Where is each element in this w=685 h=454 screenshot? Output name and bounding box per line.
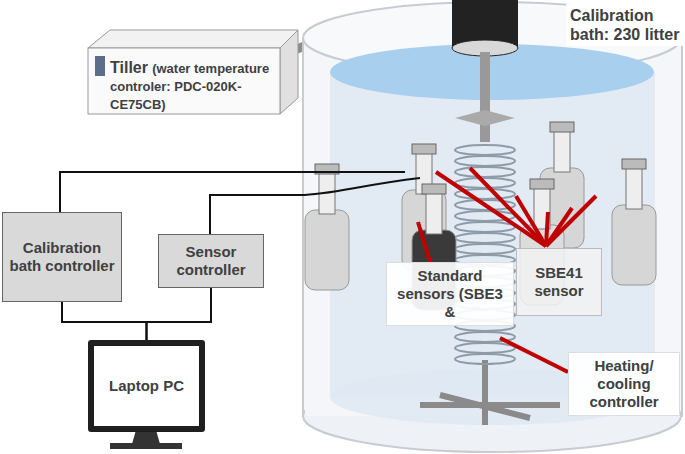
sensor-cable <box>210 178 420 234</box>
controller-box: Calibration bath controller <box>2 212 122 302</box>
coil-turn <box>455 244 515 254</box>
heating-coil <box>455 145 515 364</box>
monitor-stand <box>132 430 160 444</box>
controller-label-box: Heating/ cooling controller <box>568 352 680 416</box>
sensor-cap <box>530 179 554 189</box>
coil-turn <box>455 233 515 243</box>
cable-connector <box>147 288 212 340</box>
title-label: Calibration bath: 230 litter <box>566 4 684 46</box>
sensor-neck <box>626 165 642 209</box>
sensor-neck <box>426 190 442 234</box>
tiller-side <box>280 30 298 114</box>
water-body <box>330 72 655 397</box>
coil-turn <box>455 343 515 353</box>
sensor-cap <box>622 159 646 169</box>
coil-turn <box>455 167 515 177</box>
node-text: Standard sensors (SBE3 & <box>393 267 507 321</box>
tiller-top <box>88 30 298 48</box>
stirrer-shaft <box>480 52 490 142</box>
node-text: SBE41 sensor <box>523 264 595 300</box>
bath-cable <box>60 172 405 212</box>
stirrer-blade <box>455 110 515 126</box>
node-text: Heating/ cooling controller <box>575 357 673 411</box>
sensor-cap <box>412 144 436 154</box>
tiller-front <box>88 48 280 114</box>
cable-connector <box>62 302 147 340</box>
tiller-box: Tiller (water temperature controler: PDC… <box>106 50 282 121</box>
node-text: Tiller <box>110 59 148 76</box>
tiller-window <box>95 56 105 76</box>
sensor-cap <box>422 184 446 194</box>
node-text: Sensor controller <box>165 243 257 279</box>
laptop-screen: Laptop PC <box>88 340 205 432</box>
sensor-body <box>612 205 656 285</box>
sensor-neck <box>554 128 570 172</box>
stirrer-base <box>420 360 560 425</box>
coil-turn <box>455 354 515 364</box>
sensor-cap <box>550 122 574 132</box>
coil-turn <box>455 145 515 155</box>
bath-wall <box>303 38 682 416</box>
sensor-body <box>305 210 349 290</box>
coil-turn <box>455 222 515 232</box>
monitor-base <box>110 443 182 449</box>
controller-box: Sensor controller <box>158 234 264 288</box>
coil-turn <box>455 156 515 166</box>
node-text: Calibration bath controller <box>9 239 115 275</box>
sensor-label-box: SBE41 sensor <box>516 248 602 316</box>
node-text: Laptop PC <box>109 377 184 395</box>
sensor-label-box: Standard sensors (SBE3 & <box>386 262 514 326</box>
